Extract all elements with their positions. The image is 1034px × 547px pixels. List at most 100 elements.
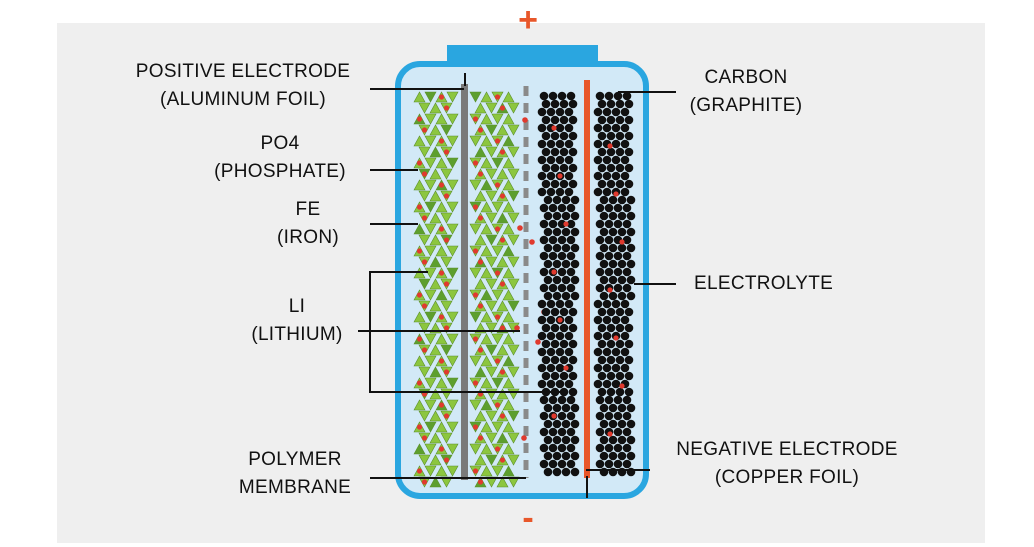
- label-polymer-membrane-line1: POLYMER: [248, 449, 342, 470]
- lithium-ion: [499, 193, 506, 199]
- graphite-particle: [557, 235, 567, 245]
- phosphate-crystal: [485, 300, 498, 312]
- graphite-particle: [566, 443, 576, 453]
- graphite-particle: [537, 123, 547, 133]
- phosphate-crystal: [440, 124, 453, 136]
- phosphate-crystal: [424, 135, 437, 147]
- graphite-particle: [624, 163, 634, 173]
- graphite-particle: [608, 419, 618, 429]
- phosphate-crystal: [435, 201, 448, 213]
- graphite-particle: [543, 451, 553, 461]
- graphite-particle: [543, 259, 553, 269]
- label-electrolyte-line1: ELECTROLYTE: [694, 273, 834, 294]
- graphite-particle: [595, 219, 605, 229]
- phosphate-crystal: [424, 179, 437, 191]
- phosphate-crystal: [446, 157, 459, 169]
- graphite-particle: [624, 307, 634, 317]
- graphite-particle: [613, 427, 623, 437]
- graphite-particle: [597, 179, 607, 189]
- phosphate-crystal: [485, 146, 498, 158]
- phosphate-crystal: [485, 344, 498, 356]
- graphite-particle: [615, 371, 625, 381]
- phosphate-crystal: [480, 333, 493, 345]
- lithium-ion: [499, 369, 506, 375]
- phosphate-crystal: [413, 179, 426, 191]
- negative-terminal-sign: -: [522, 499, 534, 537]
- phosphate-crystal: [502, 465, 515, 477]
- graphite-particle: [599, 291, 609, 301]
- phosphate-crystal: [446, 399, 459, 411]
- phosphate-crystal: [491, 157, 504, 169]
- intercalated-lithium-ion: [613, 191, 619, 197]
- phosphate-crystal: [424, 311, 437, 323]
- phosphate-crystal: [491, 245, 504, 257]
- phosphate-crystal: [496, 124, 509, 136]
- graphite-particle: [564, 331, 574, 341]
- graphite-particle: [561, 259, 571, 269]
- graphite-particle: [595, 427, 605, 437]
- lithium-ion: [416, 336, 423, 342]
- graphite-particle: [622, 91, 632, 101]
- graphite-particle: [555, 123, 565, 133]
- phosphate-crystal: [429, 124, 442, 136]
- graphite-particle: [611, 315, 621, 325]
- label-phosphate: PO4 (PHOSPHATE): [195, 130, 365, 186]
- phosphate-crystal: [469, 399, 482, 411]
- graphite-particle: [566, 251, 576, 261]
- intercalated-lithium-ion: [563, 221, 569, 227]
- graphite-particle: [568, 355, 578, 365]
- migrating-lithium-ion: [517, 225, 523, 231]
- graphite-particle: [543, 291, 553, 301]
- graphite-particle: [550, 131, 560, 141]
- graphite-particle: [620, 139, 630, 149]
- phosphate-crystal: [491, 421, 504, 433]
- graphite-particle: [622, 395, 632, 405]
- graphite-particle: [541, 115, 551, 125]
- graphite-particle: [557, 395, 567, 405]
- phosphate-crystal: [440, 256, 453, 268]
- graphite-particle: [617, 451, 627, 461]
- intercalated-lithium-ion: [557, 173, 563, 179]
- graphite-particle: [593, 187, 603, 197]
- phosphate-crystal: [435, 465, 448, 477]
- graphite-particle: [626, 291, 636, 301]
- graphite-particle: [559, 323, 569, 333]
- phosphate-crystal: [424, 443, 437, 455]
- phosphate-crystal: [413, 135, 426, 147]
- phosphate-crystal: [429, 388, 442, 400]
- graphite-particle: [557, 283, 567, 293]
- phosphate-crystal: [446, 135, 459, 147]
- phosphate-crystal: [435, 245, 448, 257]
- graphite-particle: [620, 155, 630, 165]
- phosphate-crystal: [502, 267, 515, 279]
- phosphate-crystal: [480, 201, 493, 213]
- graphite-particle: [624, 323, 634, 333]
- label-carbon: CARBON (GRAPHITE): [676, 64, 816, 120]
- phosphate-crystal: [480, 267, 493, 279]
- label-carbon-line1: CARBON: [704, 67, 788, 88]
- phosphate-crystal: [480, 355, 493, 367]
- graphite-particle: [599, 451, 609, 461]
- phosphate-crystal: [507, 432, 520, 444]
- graphite-particle: [606, 371, 616, 381]
- graphite-particle: [548, 459, 558, 469]
- graphite-particle: [597, 147, 607, 157]
- graphite-particle: [608, 435, 618, 445]
- phosphate-crystal: [485, 432, 498, 444]
- graphite-particle: [570, 403, 580, 413]
- graphite-particle: [595, 395, 605, 405]
- phosphate-crystal: [474, 410, 487, 422]
- graphite-particle: [566, 283, 576, 293]
- graphite-particle: [546, 315, 556, 325]
- graphite-particle: [539, 395, 549, 405]
- phosphate-crystal: [424, 223, 437, 235]
- graphite-particle: [552, 451, 562, 461]
- graphite-particle: [615, 307, 625, 317]
- graphite-particle: [617, 259, 627, 269]
- graphite-particle: [570, 451, 580, 461]
- graphite-particle: [622, 267, 632, 277]
- graphite-particle: [613, 219, 623, 229]
- migrating-lithium-ion: [529, 239, 535, 245]
- graphite-particle: [570, 435, 580, 445]
